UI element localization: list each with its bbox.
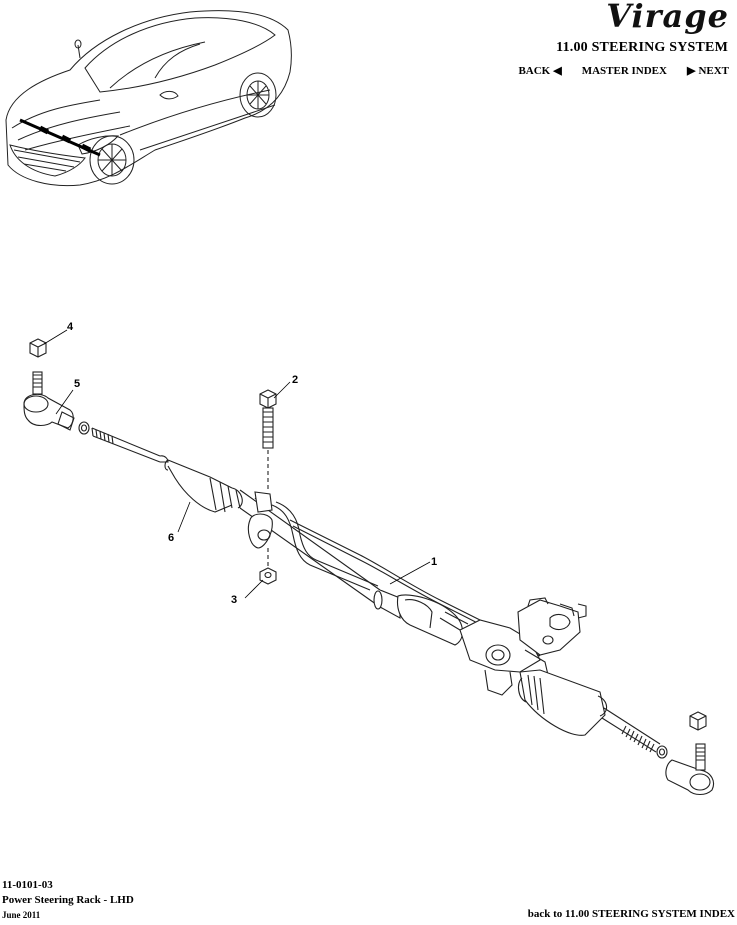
next-button[interactable]: ▶ NEXT xyxy=(686,64,729,78)
brand-logo: Virage xyxy=(606,0,729,35)
master-index-link[interactable]: MASTER INDEX xyxy=(582,65,667,77)
master-index-label: MASTER INDEX xyxy=(581,64,667,77)
publication-date: June 2011 xyxy=(2,910,41,920)
back-button[interactable]: BACK ◀ xyxy=(518,64,562,78)
part-title: Power Steering Rack - LHD xyxy=(2,894,134,906)
callout-2: 2 xyxy=(292,374,298,386)
callout-3: 3 xyxy=(231,594,237,606)
next-label: NEXT xyxy=(698,64,729,77)
callout-1: 1 xyxy=(431,556,437,568)
back-label: BACK xyxy=(518,64,551,77)
callout-4: 4 xyxy=(67,321,74,333)
part-code: 11-0101-03 xyxy=(2,879,53,891)
section-index-link[interactable]: back to 11.00 STEERING SYSTEM INDEX xyxy=(527,908,735,920)
footer-info: 11-0101-03 Power Steering Rack - LHD Jun… xyxy=(2,878,134,923)
arrow-left-icon: ◀ xyxy=(553,65,562,77)
callout-5: 5 xyxy=(74,378,80,390)
callout-6: 6 xyxy=(168,532,174,544)
section-title: 11.00 STEERING SYSTEM xyxy=(556,40,728,55)
arrow-right-icon: ▶ xyxy=(686,65,696,77)
nav-bar: BACK ◀ MASTER INDEX ▶ NEXT xyxy=(518,64,729,78)
